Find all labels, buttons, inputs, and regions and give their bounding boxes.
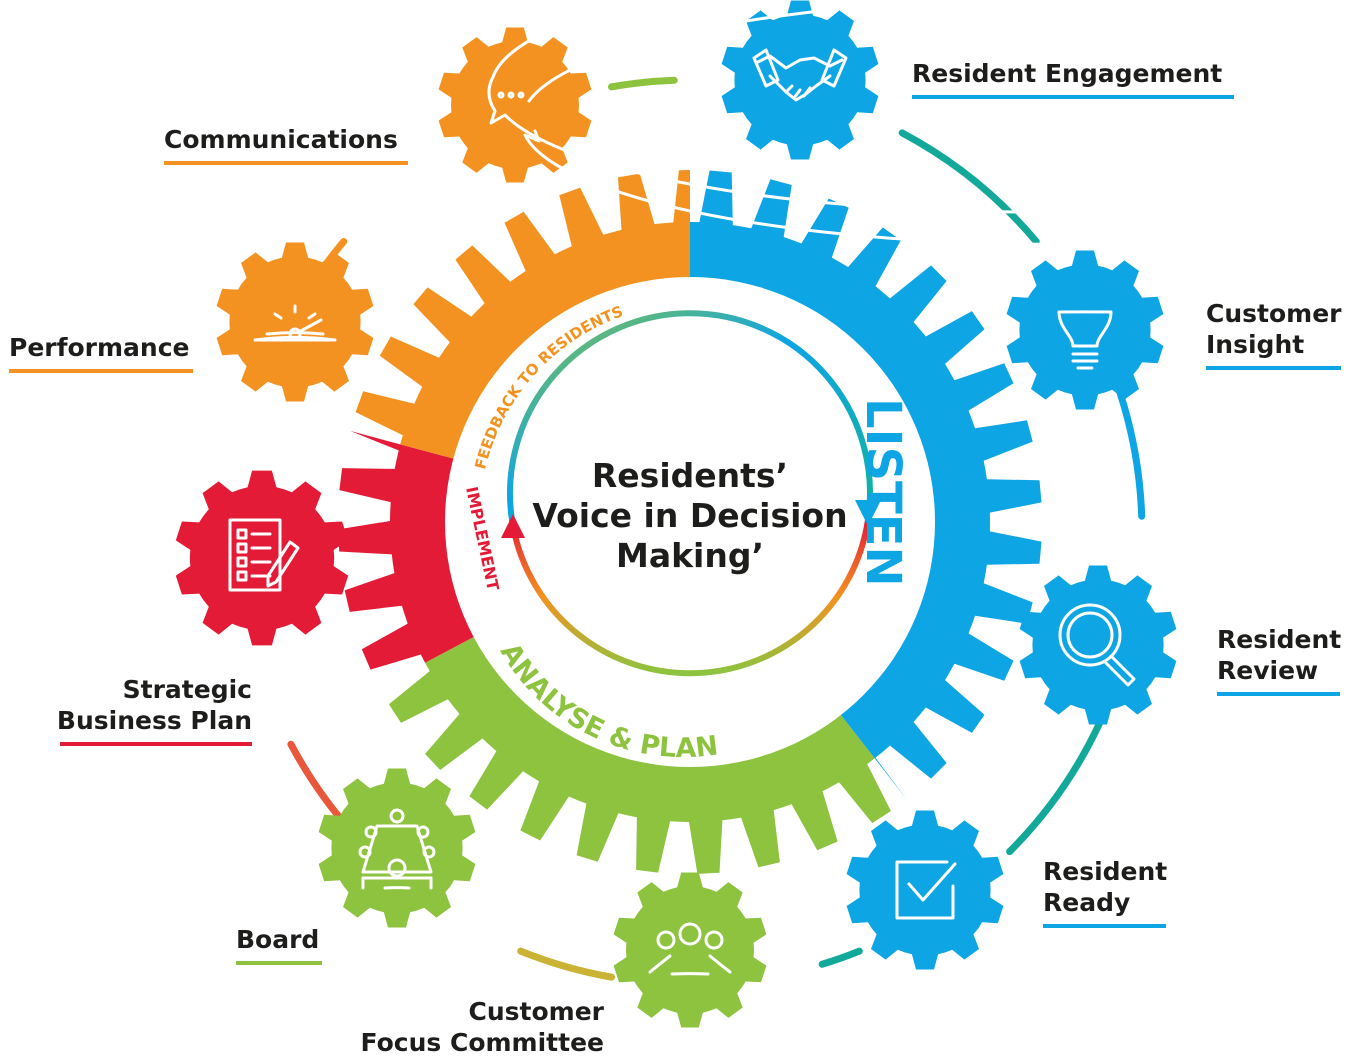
center-title: Residents’ Voice in Decision Making’ (520, 456, 860, 576)
gear-board (318, 768, 476, 928)
gear-hub (744, 24, 856, 136)
meeting-table-icon (358, 808, 436, 890)
listen-label: LISTEN (855, 398, 911, 587)
gear-hub (460, 50, 570, 160)
ring-dash-3 (1006, 719, 1104, 856)
gear-hub (635, 895, 745, 1005)
ring-dash-5 (517, 947, 616, 981)
label-board: Board (236, 924, 322, 965)
gear-strategic-business-plan (175, 470, 349, 646)
magnifier-icon (1058, 603, 1136, 687)
chat-bubbles-icon (487, 0, 1358, 246)
people-group-icon (648, 922, 732, 976)
gear-hub (341, 792, 453, 904)
checklist-icon (228, 518, 300, 592)
cycle-arrow (501, 310, 881, 677)
label-resident-engagement: Resident Engagement (912, 58, 1234, 99)
gear-resident-engagement (721, 0, 879, 160)
gear-resident-ready (846, 810, 1004, 970)
inner-disc (445, 277, 935, 767)
ring-dash-2 (1116, 388, 1146, 520)
gear-customer-focus-committee (613, 872, 767, 1028)
gear-hub (1029, 274, 1141, 386)
label-performance: Performance (9, 332, 193, 373)
ring-dash-0 (608, 76, 678, 91)
ring-dash-1 (898, 129, 1040, 245)
center-title-line1: Residents’ (591, 456, 789, 495)
speedometer-icon (253, 304, 337, 342)
label-communications: Communications (164, 124, 408, 165)
gear-resident-review (1019, 565, 1177, 725)
gear-performance (216, 242, 374, 402)
gear-hub (200, 496, 324, 620)
gear-customer-insight (1006, 250, 1164, 410)
handshake-icon (752, 48, 848, 102)
gear-hub (239, 266, 351, 378)
ring-dash-4 (818, 947, 863, 968)
arrowhead-down (855, 500, 881, 526)
arrowhead-up (501, 514, 525, 538)
center-title-line2: Voice in Decision (532, 496, 848, 535)
gear-hub (869, 834, 981, 946)
lightbulb-icon (1057, 310, 1113, 370)
checkbox-icon (895, 860, 957, 920)
center-title-line3: Making’ (615, 536, 765, 575)
gear-communications (438, 0, 1358, 246)
